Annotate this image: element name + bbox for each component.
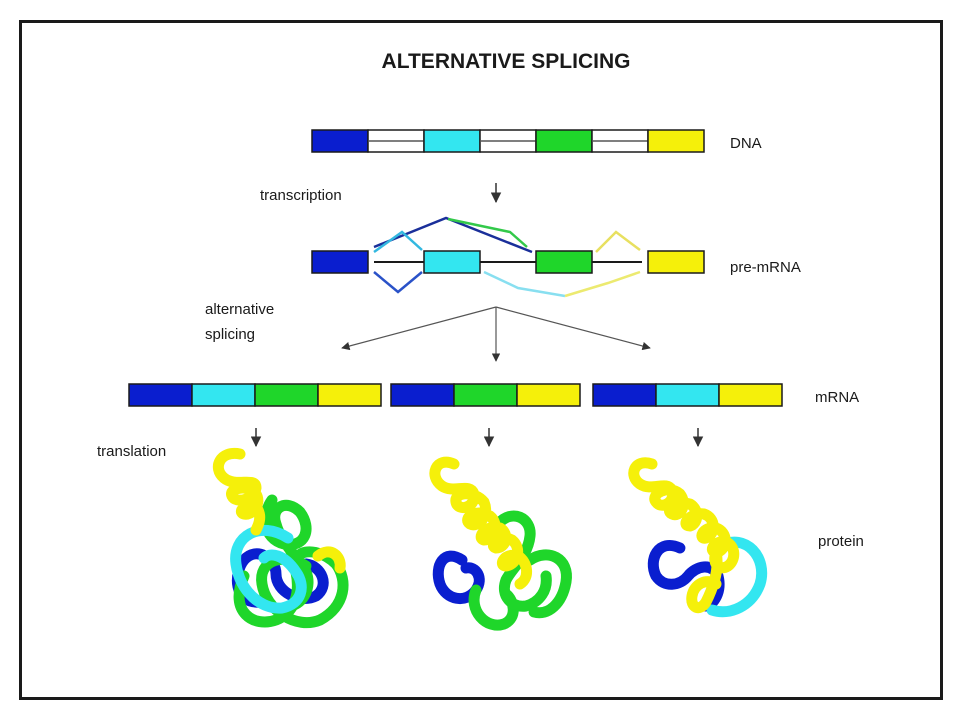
mrna-variant-3 [592,383,783,407]
dna-strand [311,129,705,153]
mrna-exon3 [254,383,319,407]
alternative-splicing-arrows [341,306,651,362]
translation-label: translation [97,443,166,460]
mrna-exon4 [718,383,783,407]
pre-mrna-label: pre-mRNA [730,259,801,276]
mrna-variant-2 [390,383,581,407]
diagram-title: ALTERNATIVE SPLICING [382,50,631,73]
dna-exon3 [535,129,593,153]
dna-exon2 [423,129,481,153]
splice-path-yellow-upper [595,230,641,253]
splice-path-cyan-upper [373,230,423,254]
mrna-label: mRNA [815,389,859,406]
mrna-exon1 [128,383,193,407]
pre-mrna-exon3 [535,250,593,274]
alternative-splicing-label-line2: splicing [205,326,255,343]
protein-label: protein [818,533,864,550]
splice-path-blue-lower [373,271,423,294]
splice-paths [373,216,641,298]
protein-variant-1 [213,447,349,629]
mrna-exon1 [390,383,455,407]
pre-mrna-exon4 [647,250,705,274]
splice-path-green [447,217,528,248]
protein-variant-2 [429,456,572,631]
pre-mrna-exon1 [311,250,369,274]
pre-mrna-strand [311,250,705,274]
mrna-exon4 [317,383,382,407]
dna-exon4 [647,129,705,153]
translation-arrows [250,428,704,448]
mrna-variants [128,383,783,407]
pre-mrna-exon2 [423,250,481,274]
mrna-exon1 [592,383,657,407]
transcription-label: transcription [260,187,342,204]
alternative-splicing-label-line1: alternative [205,301,274,318]
mrna-exon3 [453,383,518,407]
splice-path-yellow-lower [564,270,641,298]
protein-variant-3 [628,457,768,618]
splice-path-cyan-lower [483,270,566,298]
dna-exon1 [311,129,369,153]
mrna-exon2 [655,383,720,407]
dna-label: DNA [730,135,762,152]
mrna-variant-1 [128,383,382,407]
splice-path-dark-blue [373,216,533,254]
mrna-exon2 [191,383,256,407]
mrna-exon4 [516,383,581,407]
